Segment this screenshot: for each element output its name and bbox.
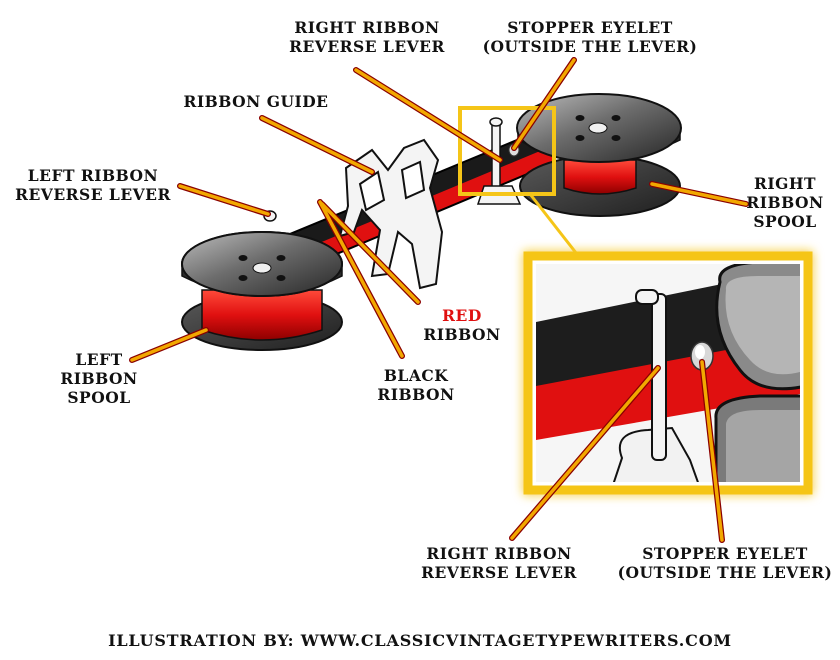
label-right-spool: RIGHT RIBBON SPOOL: [746, 174, 824, 231]
label-stopper-eyelet-zoom: STOPPER EYELET (OUTSIDE THE LEVER): [617, 544, 833, 582]
label-right-reverse-lever-top: RIGHT RIBBON REVERSE LEVER: [289, 18, 445, 56]
label-ribbon-guide: RIBBON GUIDE: [183, 92, 329, 111]
left-spool-shape: [181, 231, 343, 351]
ribbon-guide-shape: [338, 138, 444, 290]
red-word: RED: [442, 306, 482, 325]
zoom-panel: [523, 251, 813, 495]
label-stopper-eyelet-top: STOPPER EYELET (OUTSIDE THE LEVER): [482, 18, 698, 56]
label-right-reverse-lever-zoom: RIGHT RIBBON REVERSE LEVER: [421, 544, 577, 582]
right-spool-shape: [516, 93, 682, 217]
label-black-ribbon: BLACK RIBBON: [377, 366, 455, 404]
zoom-connector: [528, 193, 582, 259]
label-red-ribbon: RED RIBBON: [414, 306, 510, 344]
leader-lines: [129, 57, 749, 543]
label-left-reverse-lever: LEFT RIBBON REVERSE LEVER: [15, 166, 171, 204]
zoom-source-box: [458, 106, 556, 196]
illustration-credit: ILLUSTRATION BY: WWW.CLASSICVINTAGETYPEW…: [108, 631, 732, 650]
label-left-spool: LEFT RIBBON SPOOL: [60, 350, 138, 407]
